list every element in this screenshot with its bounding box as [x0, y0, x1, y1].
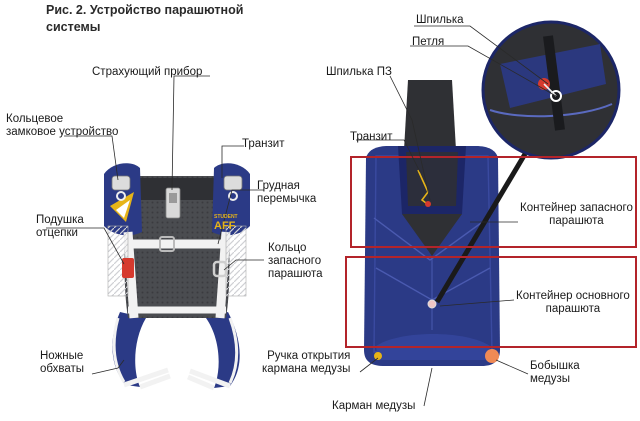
- label-reserve-container: Контейнер запасного парашюта: [520, 202, 633, 228]
- label-chest-strap-line-1: Грудная: [257, 180, 300, 192]
- label-reserve-container-line-2: парашюта: [549, 215, 604, 227]
- container-illustration: [364, 80, 500, 366]
- label-bag-handle: Ручка открытия кармана медузы: [262, 350, 350, 376]
- label-bag-pocket: Карман медузы: [332, 400, 416, 412]
- label-loop: Петля: [412, 36, 445, 48]
- label-aad: Страхующий прибор: [92, 66, 203, 78]
- label-transit-right: Транзит: [350, 131, 393, 143]
- logo-text: AFF: [214, 220, 236, 232]
- label-main-container-line-1: Контейнер основного: [516, 290, 630, 302]
- label-cutaway-pad: Подушка отцепки: [36, 214, 84, 240]
- label-ring-lock-line-1: Кольцевое: [6, 113, 64, 125]
- label-pilot-knob-line-2: медузы: [530, 373, 571, 385]
- label-pilot-knob-line-1: Бобышка: [530, 360, 580, 372]
- label-leg-straps-line-1: Ножные: [40, 350, 84, 362]
- figure-title-line-2: системы: [46, 20, 101, 34]
- label-reserve-container-line-1: Контейнер запасного: [520, 202, 633, 214]
- label-reserve-pin: Шпилька: [416, 14, 464, 26]
- label-bag-handle-line-2: кармана медузы: [262, 363, 351, 375]
- label-reserve-ring-line-1: Кольцо: [268, 242, 307, 254]
- label-pz-pin: Шпилька ПЗ: [326, 66, 392, 78]
- pilot-knob: [485, 349, 499, 363]
- label-reserve-ring-line-3: парашюта: [268, 268, 323, 280]
- cutaway-pad: [122, 258, 134, 278]
- figure-title-line-1: Рис. 2. Устройство парашютной: [46, 3, 244, 17]
- reserve-container-highlight: [350, 156, 637, 248]
- reserve-ring: [212, 260, 228, 278]
- label-cutaway-pad-line-2: отцепки: [36, 227, 78, 239]
- label-cutaway-pad-line-1: Подушка: [36, 214, 84, 226]
- label-reserve-ring: Кольцо запасного парашюта: [268, 242, 323, 281]
- main-closing-pin: [427, 299, 437, 309]
- label-main-container-line-2: парашюта: [545, 303, 601, 315]
- figure-title: Рис. 2. Устройство парашютной системы: [46, 2, 243, 36]
- left-leg-strap: [112, 312, 146, 387]
- label-transit-left: Транзит: [242, 138, 285, 150]
- label-chest-strap-line-2: перемычка: [257, 193, 317, 205]
- label-leg-straps-line-2: обхваты: [40, 363, 85, 375]
- label-ring-lock: Кольцевое замковое устройство: [6, 113, 118, 139]
- label-bag-handle-line-1: Ручка открытия: [267, 350, 351, 362]
- leader-lines: [46, 25, 557, 407]
- harness-illustration: [104, 163, 250, 391]
- label-main-container: Контейнер основного парашюта: [516, 290, 630, 316]
- label-ring-lock-line-2: замковое устройство: [6, 126, 119, 138]
- right-leg-strap: [206, 312, 240, 388]
- main-container-highlight: [345, 256, 637, 348]
- magnifier-detail: [434, 20, 621, 304]
- label-leg-straps: Ножные обхваты: [40, 350, 84, 376]
- logo-small-text: STUDENT: [214, 214, 238, 220]
- label-reserve-ring-line-2: запасного: [268, 255, 322, 267]
- bag-handle: [374, 352, 382, 360]
- label-pilot-knob: Бобышка медузы: [530, 360, 580, 386]
- label-chest-strap: Грудная перемычка: [257, 180, 316, 206]
- reserve-top-flap: [404, 80, 456, 150]
